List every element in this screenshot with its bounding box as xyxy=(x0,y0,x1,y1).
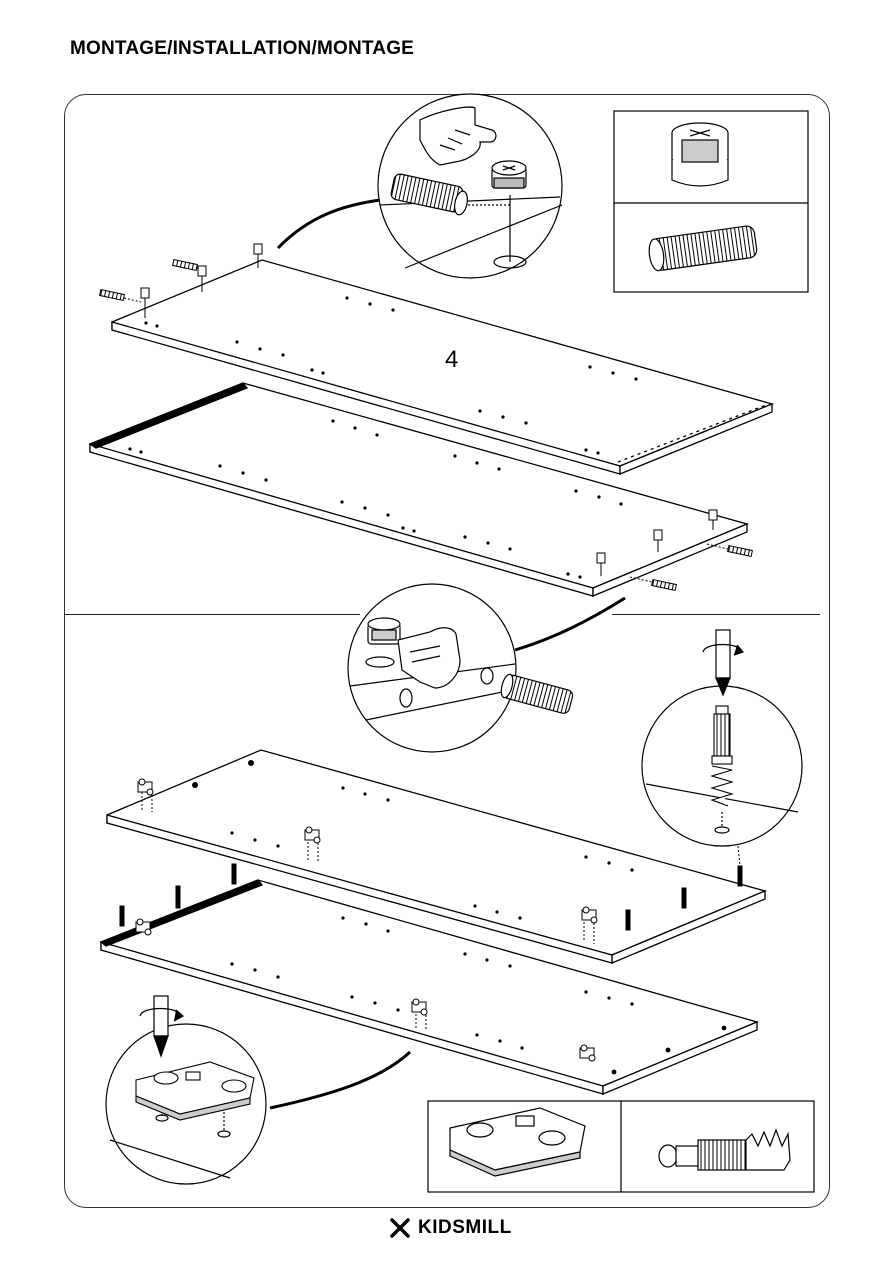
dowel-middle-icon xyxy=(499,673,574,715)
brand-name: KIDSMILL xyxy=(418,1217,512,1239)
brand-logo: KIDSMILL xyxy=(390,1216,512,1240)
parts-inset-bottom xyxy=(428,1101,814,1192)
cam-lock-icon xyxy=(492,161,526,188)
step-number: 4 xyxy=(445,346,458,374)
brand-cross-icon xyxy=(390,1218,410,1238)
screwdriver-icon xyxy=(703,630,743,695)
cam-lock-middle-icon xyxy=(368,618,400,644)
parts-inset-top xyxy=(614,111,808,292)
